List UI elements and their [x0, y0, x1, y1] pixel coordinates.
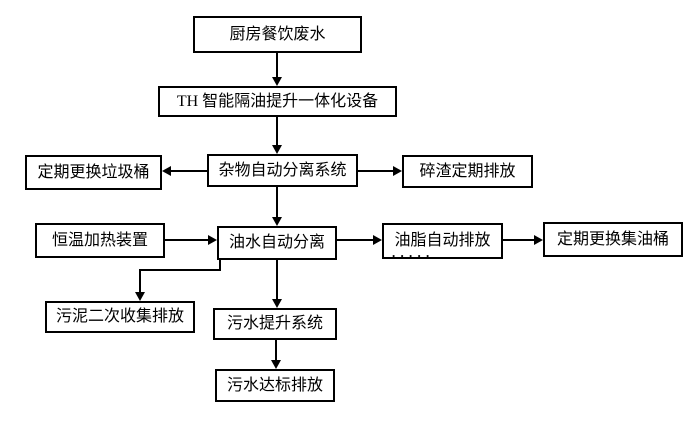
node-replace-oil-barrel: 定期更换集油桶 [543, 222, 683, 257]
node-grease-discharge-label: 油脂自动排放 [394, 232, 491, 249]
node-th-integrated-device: TH 智能隔油提升一体化设备 [158, 86, 397, 117]
edge-kitchen-device-arrowhead-icon [272, 77, 282, 86]
edge-device-debris-arrowhead-icon [272, 145, 282, 154]
edge-lift-outfall-arrowhead-icon [271, 360, 281, 369]
node-replace-trash-bin: 定期更换垃圾桶 [25, 155, 162, 190]
edge-debris-trash-arrowhead-icon [162, 166, 171, 176]
node-residue-discharge: 碎渣定期排放 [402, 155, 533, 188]
node-oil-water-separation: 油水自动分离 [217, 226, 337, 260]
edge-grease-barrel-arrowhead-icon [534, 235, 543, 245]
edge-debris-trash-line [171, 170, 207, 172]
node-sludge-collection-discharge: 污泥二次收集排放 [45, 301, 195, 333]
edge-debris-residue-arrowhead-icon [393, 166, 402, 176]
node-sewage-lift-system: 污水提升系统 [213, 308, 337, 340]
edge-oilwater-sludge-drop-line [139, 269, 141, 292]
node-kitchen-wastewater: 厨房餐饮废水 [193, 16, 362, 53]
edge-kitchen-device-line [276, 53, 278, 77]
edge-heater-oilwater-arrowhead-icon [208, 235, 217, 245]
node-standard-discharge: 污水达标排放 [215, 369, 335, 402]
node-debris-separation-system: 杂物自动分离系统 [207, 154, 358, 187]
edge-lift-outfall-line [275, 340, 277, 360]
edge-grease-barrel-line [503, 239, 534, 241]
edge-debris-oilwater-line [276, 187, 278, 217]
emphasis-dots-icon: . . . . . [392, 245, 431, 260]
edge-oilwater-grease-arrowhead-icon [373, 235, 382, 245]
edge-oilwater-lift-line [276, 260, 278, 299]
node-heating-device: 恒温加热装置 [35, 223, 165, 258]
edge-debris-oilwater-arrowhead-icon [272, 217, 282, 226]
edge-debris-residue-line [358, 170, 393, 172]
node-grease-discharge: 油脂自动排放 . . . . . [382, 223, 503, 259]
edge-oilwater-sludge-horizontal-line [139, 269, 221, 271]
edge-oilwater-grease-line [337, 239, 373, 241]
edge-device-debris-line [276, 117, 278, 145]
edge-oilwater-sludge-arrowhead-icon [135, 292, 145, 301]
edge-oilwater-lift-arrowhead-icon [272, 299, 282, 308]
edge-heater-oilwater-line [165, 239, 208, 241]
edge-oilwater-sludge-stub-line [219, 260, 221, 271]
